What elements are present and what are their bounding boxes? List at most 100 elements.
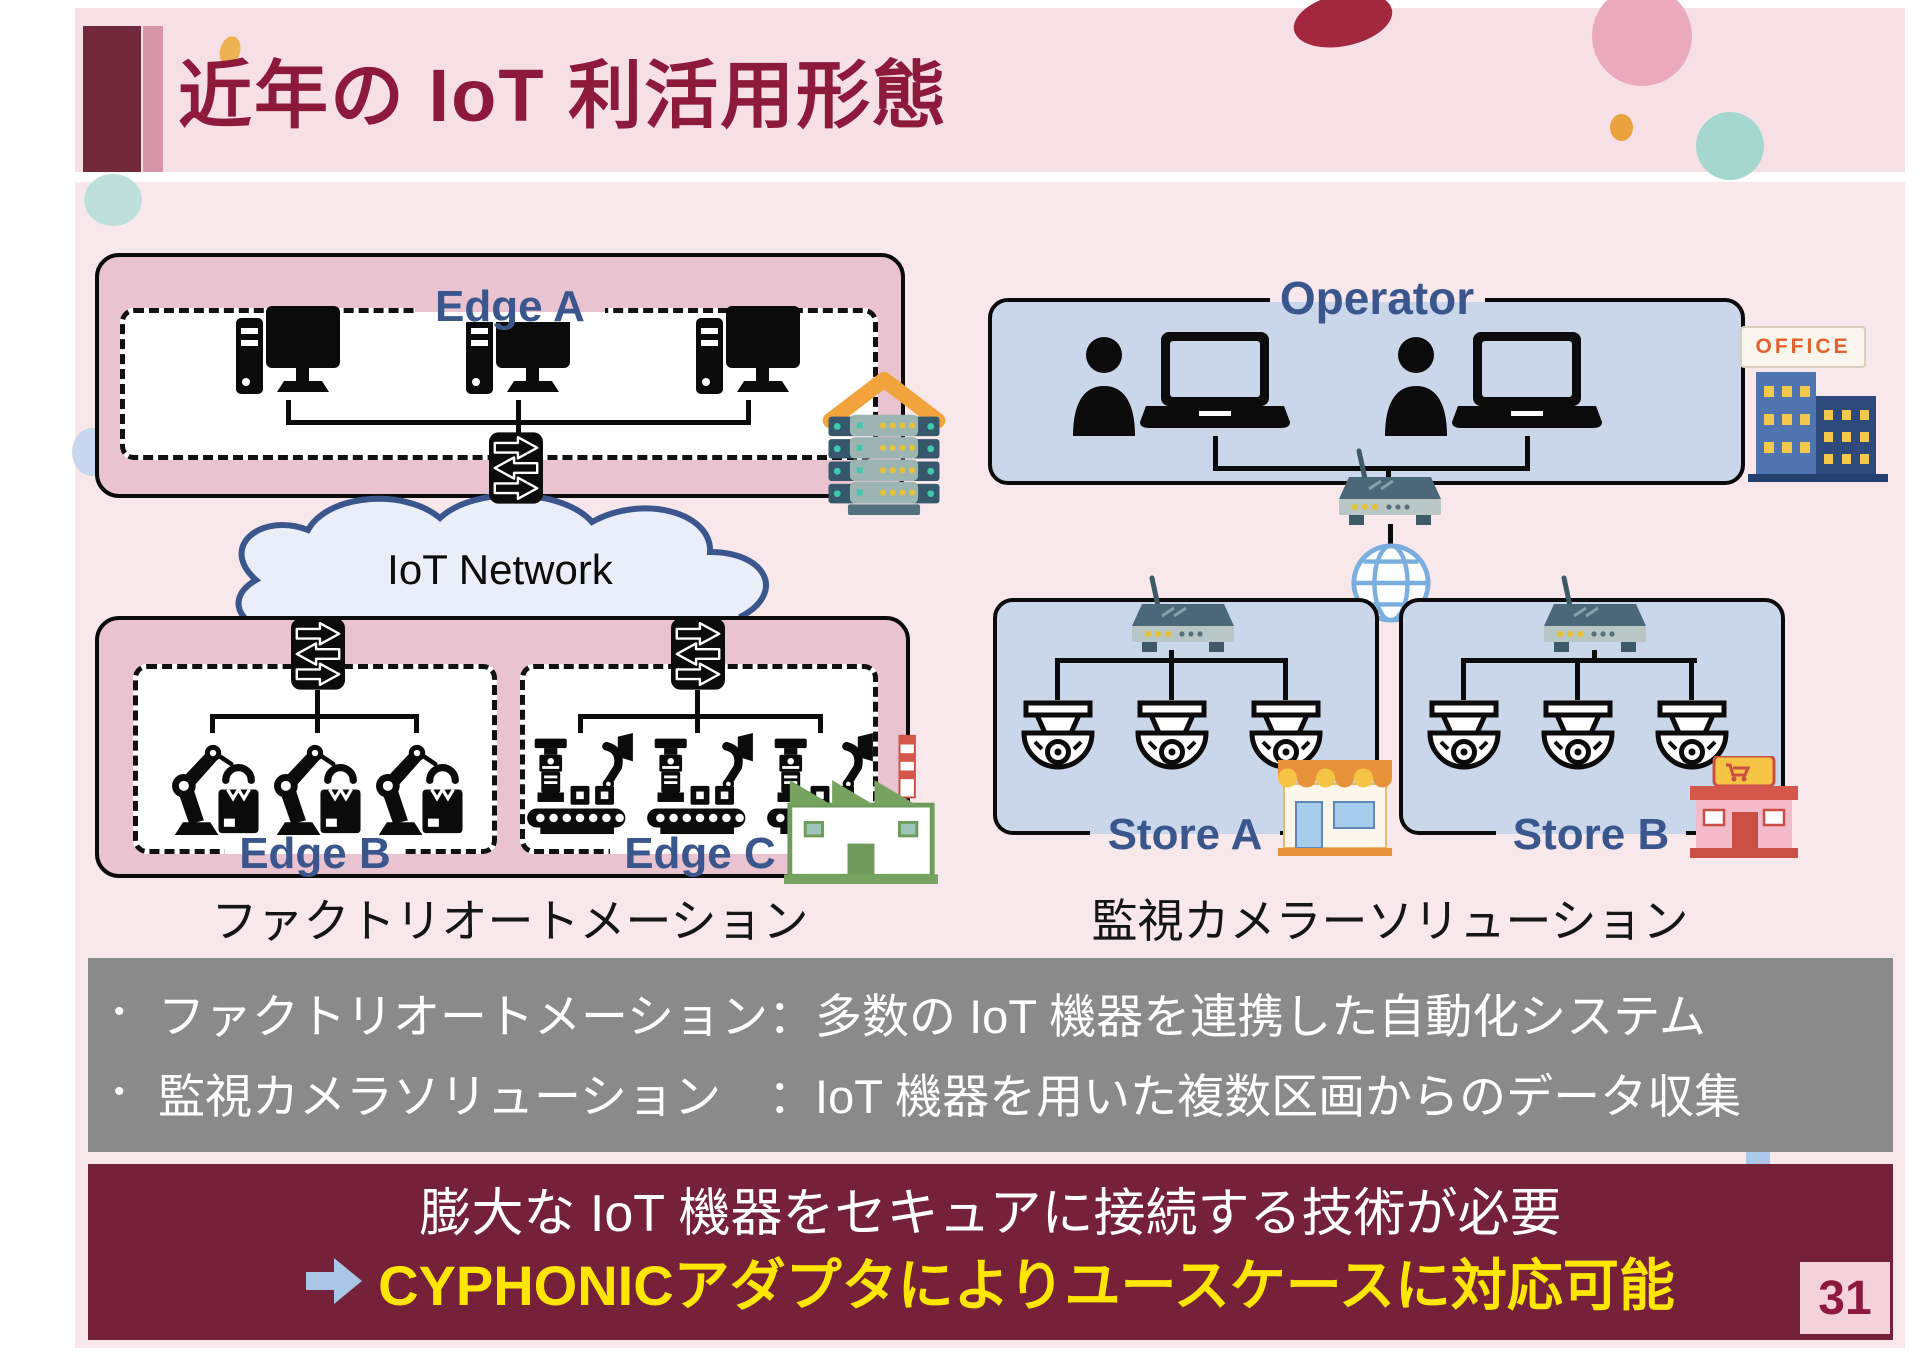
person-icon [1072, 336, 1136, 436]
summary-line: • 監視カメラソリューション ：IoT 機器を用いた複数区画からのデータ収集 [88, 1060, 1893, 1124]
connector-line [516, 425, 521, 435]
connector-line [1055, 658, 1288, 663]
bullet: • [114, 1075, 125, 1108]
connector-line [286, 400, 291, 422]
connector-line [1169, 650, 1174, 660]
connector-line [414, 719, 419, 733]
conclusion-panel [88, 1164, 1893, 1340]
server-rack-icon [820, 368, 948, 516]
connector-line [818, 719, 823, 733]
label-eraser [1090, 827, 1280, 834]
robot-arm-icon [265, 733, 365, 835]
page-number-badge: 31 [1800, 1262, 1890, 1334]
connector-line [286, 420, 751, 425]
connector-line [1689, 663, 1694, 700]
title-accent-strip [143, 26, 163, 172]
connector-line [1213, 436, 1218, 466]
factory-automation-caption: ファクトリオートメーション [211, 895, 809, 947]
connector-line [1461, 658, 1697, 663]
conclusion-line-2: CYPHONICアダプタによりユースケースに対応可能 [88, 1246, 1893, 1317]
iot-network-label: IoT Network [387, 546, 613, 593]
factory-icon [782, 732, 940, 884]
connector-line [315, 719, 320, 733]
connector-line [210, 714, 419, 719]
camera-icon [1124, 700, 1220, 792]
label-eraser [415, 312, 605, 322]
title-accent-bar [83, 26, 141, 172]
label-eraser [415, 303, 605, 312]
connector-line [578, 714, 823, 719]
title-band-gap [75, 172, 1905, 182]
conclusion-line-1: 膨大な IoT 機器をセキュアに接続する技術が必要 [419, 1184, 1562, 1243]
connector-line [1283, 663, 1288, 700]
router-icon [1540, 574, 1650, 656]
summary-line-text: 監視カメラソリューション ：IoT 機器を用いた複数区画からのデータ収集 [158, 1069, 1742, 1123]
edge-c-label: Edge C [624, 829, 776, 878]
connector-line [746, 400, 751, 422]
robot-arm-icon [163, 733, 263, 835]
connector-line [1525, 436, 1530, 466]
router-icon [1128, 574, 1238, 656]
connector-line [1388, 524, 1393, 546]
edge-a-label: Edge A [435, 282, 585, 331]
network-switch-icon [671, 618, 725, 690]
right-arrow-icon [306, 1258, 362, 1304]
label-eraser [1496, 834, 1686, 844]
computer-icon [236, 306, 340, 402]
camera-icon [1010, 700, 1106, 792]
camera-icon [1530, 700, 1626, 792]
connector-line [1592, 650, 1597, 660]
label-eraser [610, 845, 790, 854]
network-switch-icon [291, 618, 345, 690]
connector-line [315, 690, 320, 718]
label-eraser [1090, 834, 1280, 844]
conveyor-machine-icon [522, 733, 638, 835]
surveillance-caption: 監視カメラーソリューション [1091, 895, 1689, 947]
computer-icon [696, 306, 800, 402]
connector-line [578, 719, 583, 733]
conveyor-machine-icon [642, 733, 758, 835]
deco-teal-circle [1696, 112, 1764, 180]
connector-line [210, 719, 215, 733]
router-icon [1335, 447, 1445, 529]
laptop-icon [1452, 332, 1602, 436]
deco-orange-dot [1610, 114, 1633, 141]
connector-line [1169, 663, 1174, 700]
connector-line [1213, 466, 1530, 471]
robot-arm-icon [367, 733, 467, 835]
operator-label: Operator [1279, 272, 1475, 324]
label-eraser [225, 845, 405, 854]
deco-pink-circle [1592, 0, 1692, 86]
page-title: 近年の IoT 利活用形態 [178, 54, 949, 137]
connector-line [1575, 663, 1580, 700]
label-eraser [1496, 827, 1686, 834]
office-sign: OFFICE [1740, 326, 1866, 368]
bullet: • [114, 995, 125, 1028]
connector-line [695, 690, 700, 718]
storefront-a-icon [1272, 756, 1398, 856]
camera-icon [1416, 700, 1512, 792]
person-icon [1384, 336, 1448, 436]
connector-line [516, 400, 521, 422]
office-building-icon [1748, 362, 1888, 482]
network-switch-icon [489, 432, 543, 504]
deco-teal-circle-left [84, 174, 142, 226]
office-sign-text: OFFICE [1755, 335, 1851, 358]
label-eraser [610, 854, 790, 864]
conclusion-line-2-text: CYPHONICアダプタによりユースケースに対応可能 [378, 1253, 1675, 1317]
label-eraser [1270, 294, 1485, 302]
label-eraser [225, 854, 405, 864]
laptop-icon [1140, 332, 1290, 436]
store-a-label: Store A [1107, 810, 1263, 859]
connector-line [695, 719, 700, 733]
connector-line [1461, 663, 1466, 700]
summary-line: • ファクトリオートメーション：多数の IoT 機器を連携した自動化システム [88, 980, 1893, 1044]
summary-panel [88, 958, 1893, 1152]
connector-line [1386, 469, 1391, 479]
store-b-label: Store B [1512, 810, 1670, 859]
summary-line-text: ファクトリオートメーション：多数の IoT 機器を連携した自動化システム [158, 989, 1706, 1043]
label-eraser [1270, 302, 1481, 311]
connector-line [1055, 663, 1060, 700]
edge-b-label: Edge B [239, 829, 391, 878]
